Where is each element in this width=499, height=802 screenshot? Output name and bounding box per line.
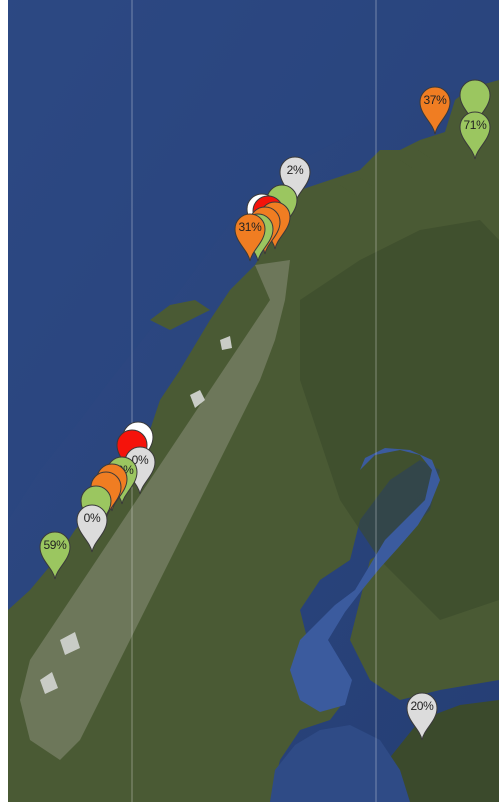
map-marker[interactable] [458,78,492,128]
left-border-strip [0,0,8,802]
marker-label: 37% [423,93,447,107]
marker-label: 0% [131,453,149,467]
marker-label: 20% [410,699,434,713]
marker-label: 2% [286,163,304,177]
marker-label: 0% [83,511,101,525]
forest-lowlands [300,220,499,620]
pin-body [76,504,108,553]
coastal-islands [238,150,430,240]
continental-shelf [8,0,499,520]
map-marker[interactable]: 31% [233,212,267,262]
map-marker[interactable]: 37% [418,85,452,135]
mountain-ridge [20,260,290,760]
map-marker[interactable]: 71% [458,110,492,160]
pin-body [419,86,451,135]
pin-body [459,111,491,160]
map-pin-icon [459,111,491,160]
lofoten-islands [150,300,210,330]
map-pin-icon [234,213,266,262]
map-pin-icon [419,86,451,135]
gulf-of-bothnia [290,448,440,712]
pin-body [459,79,491,128]
map-pin-icon [459,79,491,128]
map-marker[interactable]: 59% [38,530,72,580]
sea-inner-baltic [270,725,410,802]
map-pin-icon [39,531,71,580]
map-marker[interactable]: 2% [278,155,312,205]
map-marker[interactable]: 0% [75,503,109,553]
map-pin-icon [76,504,108,553]
marker-label: 71% [463,118,487,132]
map-pin-icon [406,692,438,741]
map-marker[interactable]: 20% [405,691,439,741]
pin-body [39,531,71,580]
pin-body [406,692,438,741]
map-pin-icon [279,156,311,205]
marker-label: 59% [43,538,67,552]
pin-body [279,156,311,205]
pin-body [234,213,266,262]
marker-label: 31% [238,220,262,234]
